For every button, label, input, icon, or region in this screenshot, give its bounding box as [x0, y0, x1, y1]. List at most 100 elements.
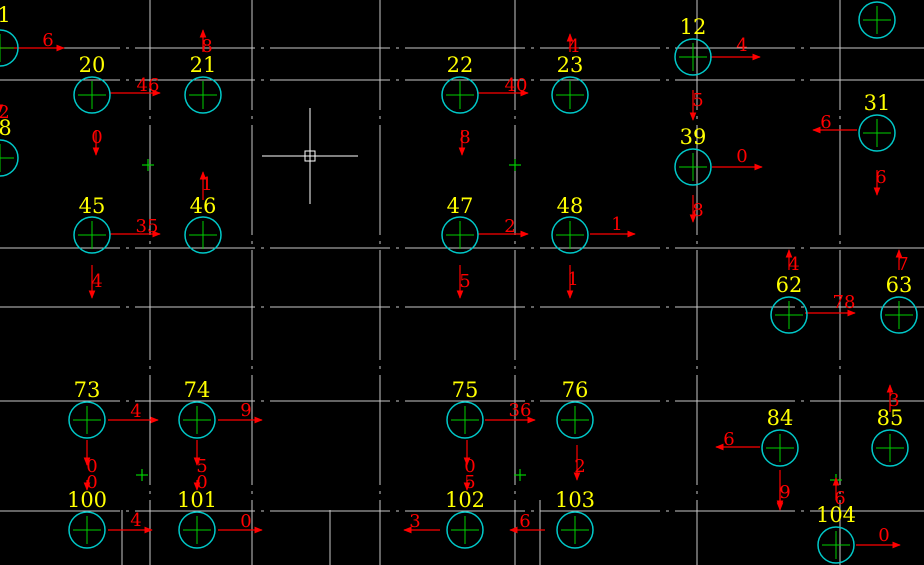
arrow-label: 4 [788, 254, 799, 275]
node-circle [880, 296, 918, 334]
node-circle [68, 401, 106, 439]
node-circle [446, 511, 484, 549]
arrow-label: 2 [504, 216, 515, 237]
arrow-label: 4 [130, 401, 141, 422]
load-arrow: 5 [689, 90, 704, 121]
node-label: 22 [447, 53, 474, 77]
arrow-label: 7 [897, 254, 908, 275]
arrow-label: 5 [692, 90, 703, 111]
load-arrow: 0 [91, 127, 103, 156]
arrow-label: 8 [692, 200, 703, 221]
node-label: 73 [74, 378, 101, 402]
green-markers [136, 159, 842, 486]
column-node[interactable]: 62 [770, 273, 808, 334]
load-arrow: 78 [805, 292, 856, 317]
column-node[interactable]: 39 [674, 125, 712, 186]
column-node[interactable]: 102 [445, 488, 485, 549]
node-label: 62 [776, 273, 803, 297]
node-label: 85 [877, 406, 904, 430]
column-node[interactable]: 8 [0, 116, 19, 177]
column-node[interactable]: 101 [177, 488, 217, 549]
node-circle [858, 114, 896, 152]
column-node[interactable]: 103 [555, 488, 595, 549]
arrow-label: 9 [779, 482, 790, 503]
column-node[interactable]: 45 [73, 194, 111, 254]
node-circle [178, 401, 216, 439]
column-node[interactable]: 104 [816, 503, 856, 564]
node-label: 100 [67, 488, 107, 512]
load-arrow: 35 [110, 216, 161, 238]
node-label: 20 [79, 53, 106, 77]
column-node[interactable]: 73 [68, 378, 106, 439]
column-node[interactable]: 47 [441, 194, 479, 254]
arrow-label: 2 [574, 456, 585, 477]
node-label: 31 [864, 91, 891, 115]
node-circle [0, 29, 19, 67]
column-node[interactable]: 76 [556, 378, 594, 439]
arrow-label: 46 [137, 75, 160, 96]
column-node[interactable]: 48 [551, 194, 589, 254]
arrow-label: 4 [736, 35, 747, 56]
load-arrow: 6 [873, 167, 887, 196]
load-arrow: 6 [715, 429, 760, 451]
column-node[interactable] [858, 1, 896, 39]
column-node[interactable]: 63 [880, 273, 918, 334]
column-node[interactable]: 75 [446, 378, 484, 439]
arrow-label: 1 [201, 174, 212, 195]
arrow-label: 3 [888, 390, 899, 411]
node-circle [556, 511, 594, 549]
load-arrow: 2 [0, 102, 10, 123]
load-arrow: 0 [856, 525, 901, 549]
node-circle [556, 401, 594, 439]
node-circle [68, 511, 106, 549]
column-node[interactable]: 12 [674, 15, 712, 76]
node-label: 104 [816, 503, 856, 527]
load-arrow: 9 [776, 470, 791, 509]
node-label: 103 [555, 488, 595, 512]
load-arrow: 4 [108, 401, 159, 424]
arrow-label: 5 [196, 456, 207, 477]
node-label: 39 [680, 125, 707, 149]
column-node[interactable]: 84 [761, 406, 799, 467]
node-label: 8 [0, 116, 12, 140]
column-node[interactable]: 46 [184, 194, 222, 254]
arrow-label: 9 [240, 400, 251, 421]
load-arrow: 4 [566, 33, 580, 57]
column-node[interactable]: 31 [858, 91, 896, 152]
column-node[interactable]: 85 [871, 406, 909, 467]
load-arrow: 7 [895, 249, 909, 275]
arrow-label: 6 [519, 511, 530, 532]
load-arrow: 5 [463, 472, 476, 493]
load-arrow: 0 [193, 472, 208, 493]
load-arrow: 6 [832, 477, 846, 509]
arrow-label: 78 [833, 292, 856, 313]
node-label: 12 [680, 15, 707, 39]
arrow-label: 0 [464, 456, 475, 477]
column-node[interactable]: 23 [551, 53, 589, 114]
node-circle [441, 76, 479, 114]
load-arrow: 5 [456, 265, 471, 299]
node-circle [73, 216, 111, 254]
node-circle [446, 401, 484, 439]
load-arrow: 1 [199, 171, 213, 200]
node-label: 45 [79, 194, 106, 218]
column-node[interactable]: 74 [178, 378, 216, 439]
node-circle [817, 526, 855, 564]
load-arrow: 4 [88, 265, 103, 299]
column-node[interactable]: 100 [67, 488, 107, 549]
column-node[interactable]: 1 [0, 3, 19, 67]
node-label: 1 [0, 3, 11, 27]
load-arrow: 3 [403, 511, 440, 534]
load-arrow: 36 [485, 400, 536, 424]
load-arrow: 2 [478, 216, 529, 238]
column-node[interactable]: 20 [73, 53, 111, 114]
column-node[interactable]: 22 [441, 53, 479, 114]
node-circle [551, 76, 589, 114]
load-arrow: 0 [712, 146, 763, 171]
node-circle [184, 216, 222, 254]
node-circle [73, 76, 111, 114]
arrow-label: 40 [505, 75, 528, 96]
column-node[interactable]: 21 [184, 53, 222, 114]
